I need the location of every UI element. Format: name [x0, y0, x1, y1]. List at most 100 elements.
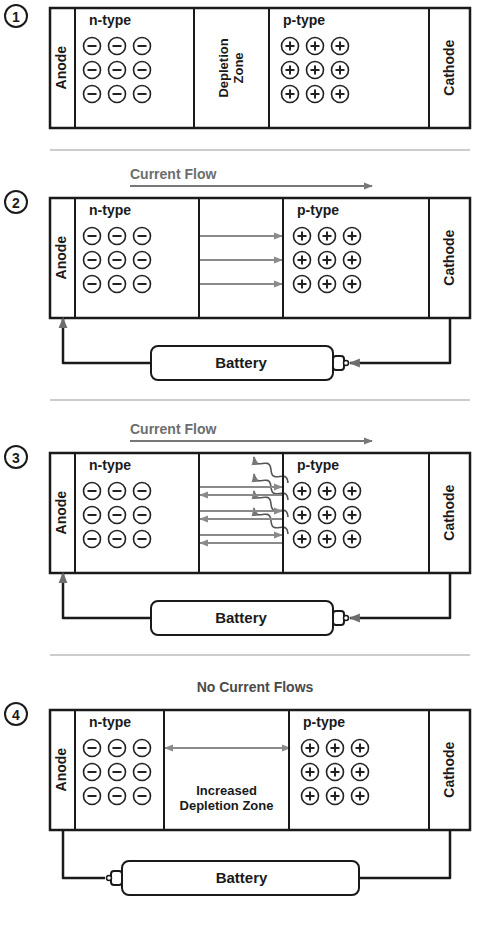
electron-charge — [84, 483, 101, 500]
charge-circle — [352, 740, 369, 757]
battery: Battery — [105, 860, 360, 896]
electron-charge — [84, 788, 101, 805]
electron-charge — [109, 483, 126, 500]
hole-charge — [319, 228, 336, 245]
node-label: p-type — [283, 13, 325, 28]
charge-bar — [113, 69, 122, 71]
hole-charge — [344, 276, 361, 293]
charge-circle — [344, 507, 361, 524]
charge-bar — [138, 283, 147, 285]
n-type-region: n-type — [76, 453, 200, 573]
electron-charge — [109, 86, 126, 103]
charge-circle — [332, 38, 349, 55]
charge-bar — [138, 747, 147, 749]
carrier-arrow — [200, 259, 282, 261]
node-label: Cathode — [442, 485, 457, 541]
charge-bar — [351, 256, 353, 265]
node-label: p-type — [297, 203, 339, 218]
hole-charge — [319, 276, 336, 293]
charge-bar — [88, 490, 97, 492]
charge-bar — [339, 90, 341, 99]
hole-charge — [352, 764, 369, 781]
hole-charge — [307, 86, 324, 103]
diode-housing — [50, 8, 470, 128]
charge-circle — [109, 228, 126, 245]
circuit-wire — [350, 573, 450, 618]
charge-circle — [109, 483, 126, 500]
carrier-arrow — [200, 494, 282, 496]
charge-circle — [109, 86, 126, 103]
charge-bar — [359, 744, 361, 753]
hole-charge — [319, 507, 336, 524]
electron-charge — [109, 276, 126, 293]
battery-terminal — [344, 616, 349, 621]
cathode-terminal: Cathode — [430, 710, 470, 830]
charge-bar — [289, 66, 291, 75]
electron-charge — [84, 764, 101, 781]
battery-cap — [111, 871, 122, 885]
circuit-wire — [63, 573, 150, 618]
battery: Battery — [150, 345, 350, 381]
charge-bar — [138, 538, 147, 540]
charge-circle — [84, 276, 101, 293]
charge-circle — [344, 252, 361, 269]
carrier-arrow — [200, 486, 282, 488]
battery-cap — [333, 611, 344, 625]
charge-bar — [326, 232, 328, 241]
charge-bar — [88, 259, 97, 261]
node-label: Cathode — [442, 230, 457, 286]
charge-bar — [326, 256, 328, 265]
hole-charge — [344, 252, 361, 269]
charge-bar — [88, 538, 97, 540]
hole-charge — [319, 252, 336, 269]
current-flow-arrow — [130, 185, 372, 187]
battery-body — [151, 601, 333, 635]
carrier-arrow — [200, 534, 282, 536]
charge-circle — [84, 62, 101, 79]
hole-charge — [327, 764, 344, 781]
hole-charge — [294, 483, 311, 500]
charge-bar — [113, 490, 122, 492]
anode-terminal: Anode — [50, 710, 76, 830]
hole-charge — [332, 62, 349, 79]
panel-outlines — [50, 8, 470, 830]
circuit-wire — [350, 318, 450, 363]
charge-circle — [84, 86, 101, 103]
charge-circle — [294, 483, 311, 500]
electron-charge — [84, 38, 101, 55]
charge-bar — [309, 744, 311, 753]
charge-circle — [134, 531, 151, 548]
charge-bar — [334, 768, 336, 777]
charge-circle — [307, 38, 324, 55]
charge-bar — [113, 259, 122, 261]
electron-charge — [109, 62, 126, 79]
electron-charge — [84, 86, 101, 103]
hole-charge — [294, 276, 311, 293]
charge-bar — [314, 66, 316, 75]
charge-circle — [294, 507, 311, 524]
charge-bar — [301, 256, 303, 265]
charge-bar — [334, 744, 336, 753]
charge-bar — [351, 232, 353, 241]
charge-bar — [289, 90, 291, 99]
circuit-wire — [63, 830, 105, 878]
charge-circle — [327, 740, 344, 757]
n-type-region: n-type — [76, 710, 165, 830]
charge-circle — [134, 788, 151, 805]
charge-circle — [134, 764, 151, 781]
charge-circle — [319, 531, 336, 548]
carrier-arrow — [200, 542, 282, 544]
hole-charge — [332, 38, 349, 55]
charge-circle — [332, 62, 349, 79]
node-label: Depletion Zone — [217, 28, 247, 108]
carrier-arrow — [200, 510, 282, 512]
electron-charge — [134, 86, 151, 103]
charge-bar — [88, 283, 97, 285]
electron-charge — [109, 252, 126, 269]
charge-circle — [84, 252, 101, 269]
charge-circle — [352, 764, 369, 781]
hole-charge — [319, 531, 336, 548]
charge-bar — [113, 45, 122, 47]
node-label: Battery — [216, 870, 268, 887]
charge-bar — [138, 771, 147, 773]
